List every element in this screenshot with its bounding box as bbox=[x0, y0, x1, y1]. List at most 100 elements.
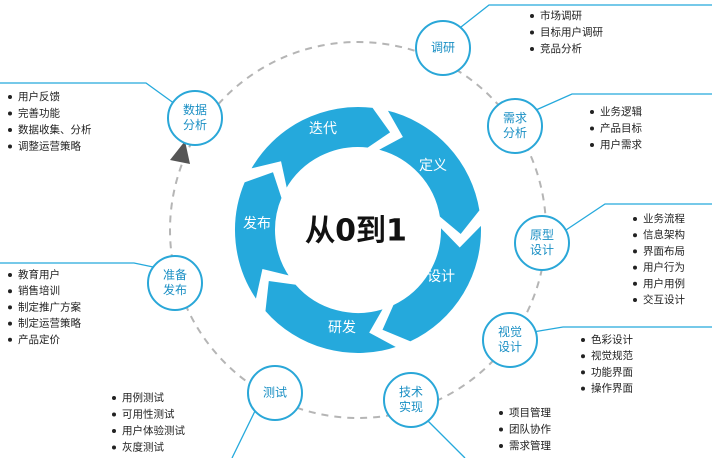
bullet-item: 产品定价 bbox=[18, 333, 60, 346]
node-circle bbox=[415, 20, 471, 76]
bullet-dot bbox=[530, 47, 534, 51]
node-label: 调研 bbox=[431, 41, 455, 55]
bullet-dot bbox=[112, 429, 116, 433]
bullet-item: 用户用例 bbox=[643, 277, 685, 290]
node-circle bbox=[383, 372, 439, 428]
bullet-dot bbox=[112, 396, 116, 400]
bullet-item: 竞品分析 bbox=[540, 42, 582, 55]
bullet-dot bbox=[499, 427, 503, 432]
node-tech: 技术实现项目管理团队协作需求管理 bbox=[383, 372, 551, 459]
cycle-segment-label: 发布 bbox=[243, 216, 271, 232]
bullet-item: 用例测试 bbox=[122, 391, 164, 404]
bullet-dot bbox=[112, 412, 116, 417]
node-label: 技术 bbox=[399, 385, 423, 399]
bullet-dot bbox=[581, 386, 585, 391]
bullet-item: 目标用户调研 bbox=[540, 26, 603, 39]
callout-line bbox=[231, 410, 256, 459]
node-circle bbox=[247, 365, 303, 421]
bullet-dot bbox=[8, 337, 12, 342]
bullet-item: 数据收集、分析 bbox=[18, 123, 92, 136]
bullet-item: 信息架构 bbox=[643, 228, 685, 241]
bullet-dot bbox=[499, 411, 503, 415]
node-label: 准备 bbox=[163, 268, 187, 282]
bullet-item: 项目管理 bbox=[509, 406, 551, 419]
bullet-dot bbox=[530, 30, 534, 35]
node-label: 视觉 bbox=[498, 324, 522, 339]
bullet-item: 可用性测试 bbox=[122, 408, 175, 421]
cycle-segment-label: 定义 bbox=[419, 158, 447, 174]
callout-line bbox=[535, 93, 712, 111]
bullet-dot bbox=[8, 321, 12, 326]
callout-line bbox=[427, 420, 466, 459]
bullet-item: 制定推广方案 bbox=[18, 300, 81, 313]
bullet-dot bbox=[8, 111, 12, 116]
bullet-item: 色彩设计 bbox=[591, 333, 633, 346]
callout-line bbox=[562, 203, 712, 233]
bullet-dot bbox=[633, 281, 637, 286]
node-label: 分析 bbox=[183, 118, 207, 132]
bullet-item: 业务流程 bbox=[643, 212, 685, 225]
bullet-dot bbox=[581, 370, 585, 375]
callout-line bbox=[460, 4, 712, 28]
node-circle bbox=[482, 312, 538, 368]
bullet-item: 业务逻辑 bbox=[600, 105, 642, 118]
bullet-item: 视觉规范 bbox=[591, 349, 633, 362]
bullet-dot bbox=[581, 338, 585, 342]
cycle-segment bbox=[373, 107, 482, 237]
node-label: 需求 bbox=[503, 111, 527, 125]
bullet-item: 调整运营策略 bbox=[18, 140, 81, 153]
callout-line bbox=[0, 82, 176, 105]
node-label: 测试 bbox=[263, 385, 287, 400]
node-label: 发布 bbox=[163, 282, 187, 297]
bullet-item: 界面布局 bbox=[643, 245, 685, 257]
bullet-dot bbox=[8, 128, 12, 132]
bullet-item: 教育用户 bbox=[18, 268, 60, 281]
bullet-item: 团队协作 bbox=[509, 423, 551, 436]
bullet-dot bbox=[530, 14, 534, 18]
bullet-item: 功能界面 bbox=[591, 365, 633, 378]
bullet-dot bbox=[581, 354, 585, 359]
bullet-item: 交互设计 bbox=[643, 293, 685, 306]
bullet-dot bbox=[590, 126, 594, 131]
cycle-segment bbox=[247, 105, 393, 194]
cycle-segment bbox=[233, 169, 294, 304]
bullet-item: 操作界面 bbox=[591, 382, 633, 395]
bullet-dot bbox=[633, 217, 637, 221]
bullet-item: 销售培训 bbox=[18, 284, 60, 297]
bullet-dot bbox=[8, 95, 12, 99]
node-circle bbox=[147, 255, 203, 311]
bullet-dot bbox=[633, 265, 637, 270]
bullet-item: 用户体验测试 bbox=[122, 424, 185, 437]
bullet-dot bbox=[112, 445, 116, 450]
node-label: 原型 bbox=[530, 228, 554, 242]
bullet-dot bbox=[8, 273, 12, 277]
bullet-item: 用户需求 bbox=[600, 138, 642, 151]
bullet-item: 用户反馈 bbox=[18, 90, 60, 103]
node-circle bbox=[514, 215, 570, 271]
bullet-dot bbox=[633, 249, 637, 254]
node-label: 设计 bbox=[498, 340, 522, 354]
bullet-dot bbox=[8, 305, 12, 310]
bullet-dot bbox=[590, 110, 594, 114]
bullet-dot bbox=[499, 444, 503, 448]
bullet-item: 需求管理 bbox=[509, 439, 551, 452]
node-circle bbox=[167, 90, 223, 146]
bullet-dot bbox=[8, 289, 12, 294]
bullet-dot bbox=[633, 233, 637, 238]
bullet-dot bbox=[633, 298, 637, 302]
bullet-item: 产品目标 bbox=[600, 122, 642, 135]
